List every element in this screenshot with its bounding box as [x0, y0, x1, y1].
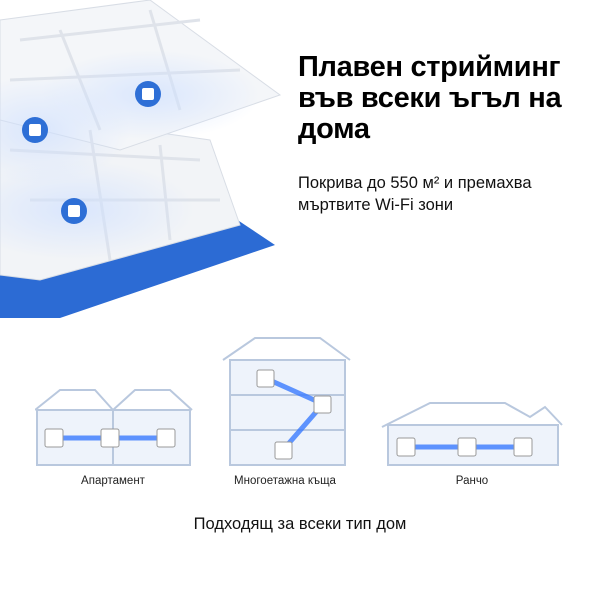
multistory-house-illustration: [222, 337, 351, 466]
tagline: Подходящ за всеки тип дом: [193, 515, 407, 533]
apartment-illustration: [35, 389, 193, 466]
home-type-label: Ранчо: [455, 475, 489, 487]
headline: Плавен стрийминг във всеки ъгъл на дома: [298, 51, 562, 145]
subtitle: Покрива до 550 м² и премахва мъртвите Wi…: [298, 174, 532, 214]
router-pin-icon: [135, 81, 161, 107]
ranch-illustration: [381, 402, 563, 466]
home-type-label: Многоетажна къща: [234, 475, 336, 487]
home-type-label: Апартамент: [81, 475, 145, 487]
floor-plan-illustration: [0, 0, 282, 318]
router-pin-icon: [61, 198, 87, 224]
router-pin-icon: [22, 117, 48, 143]
